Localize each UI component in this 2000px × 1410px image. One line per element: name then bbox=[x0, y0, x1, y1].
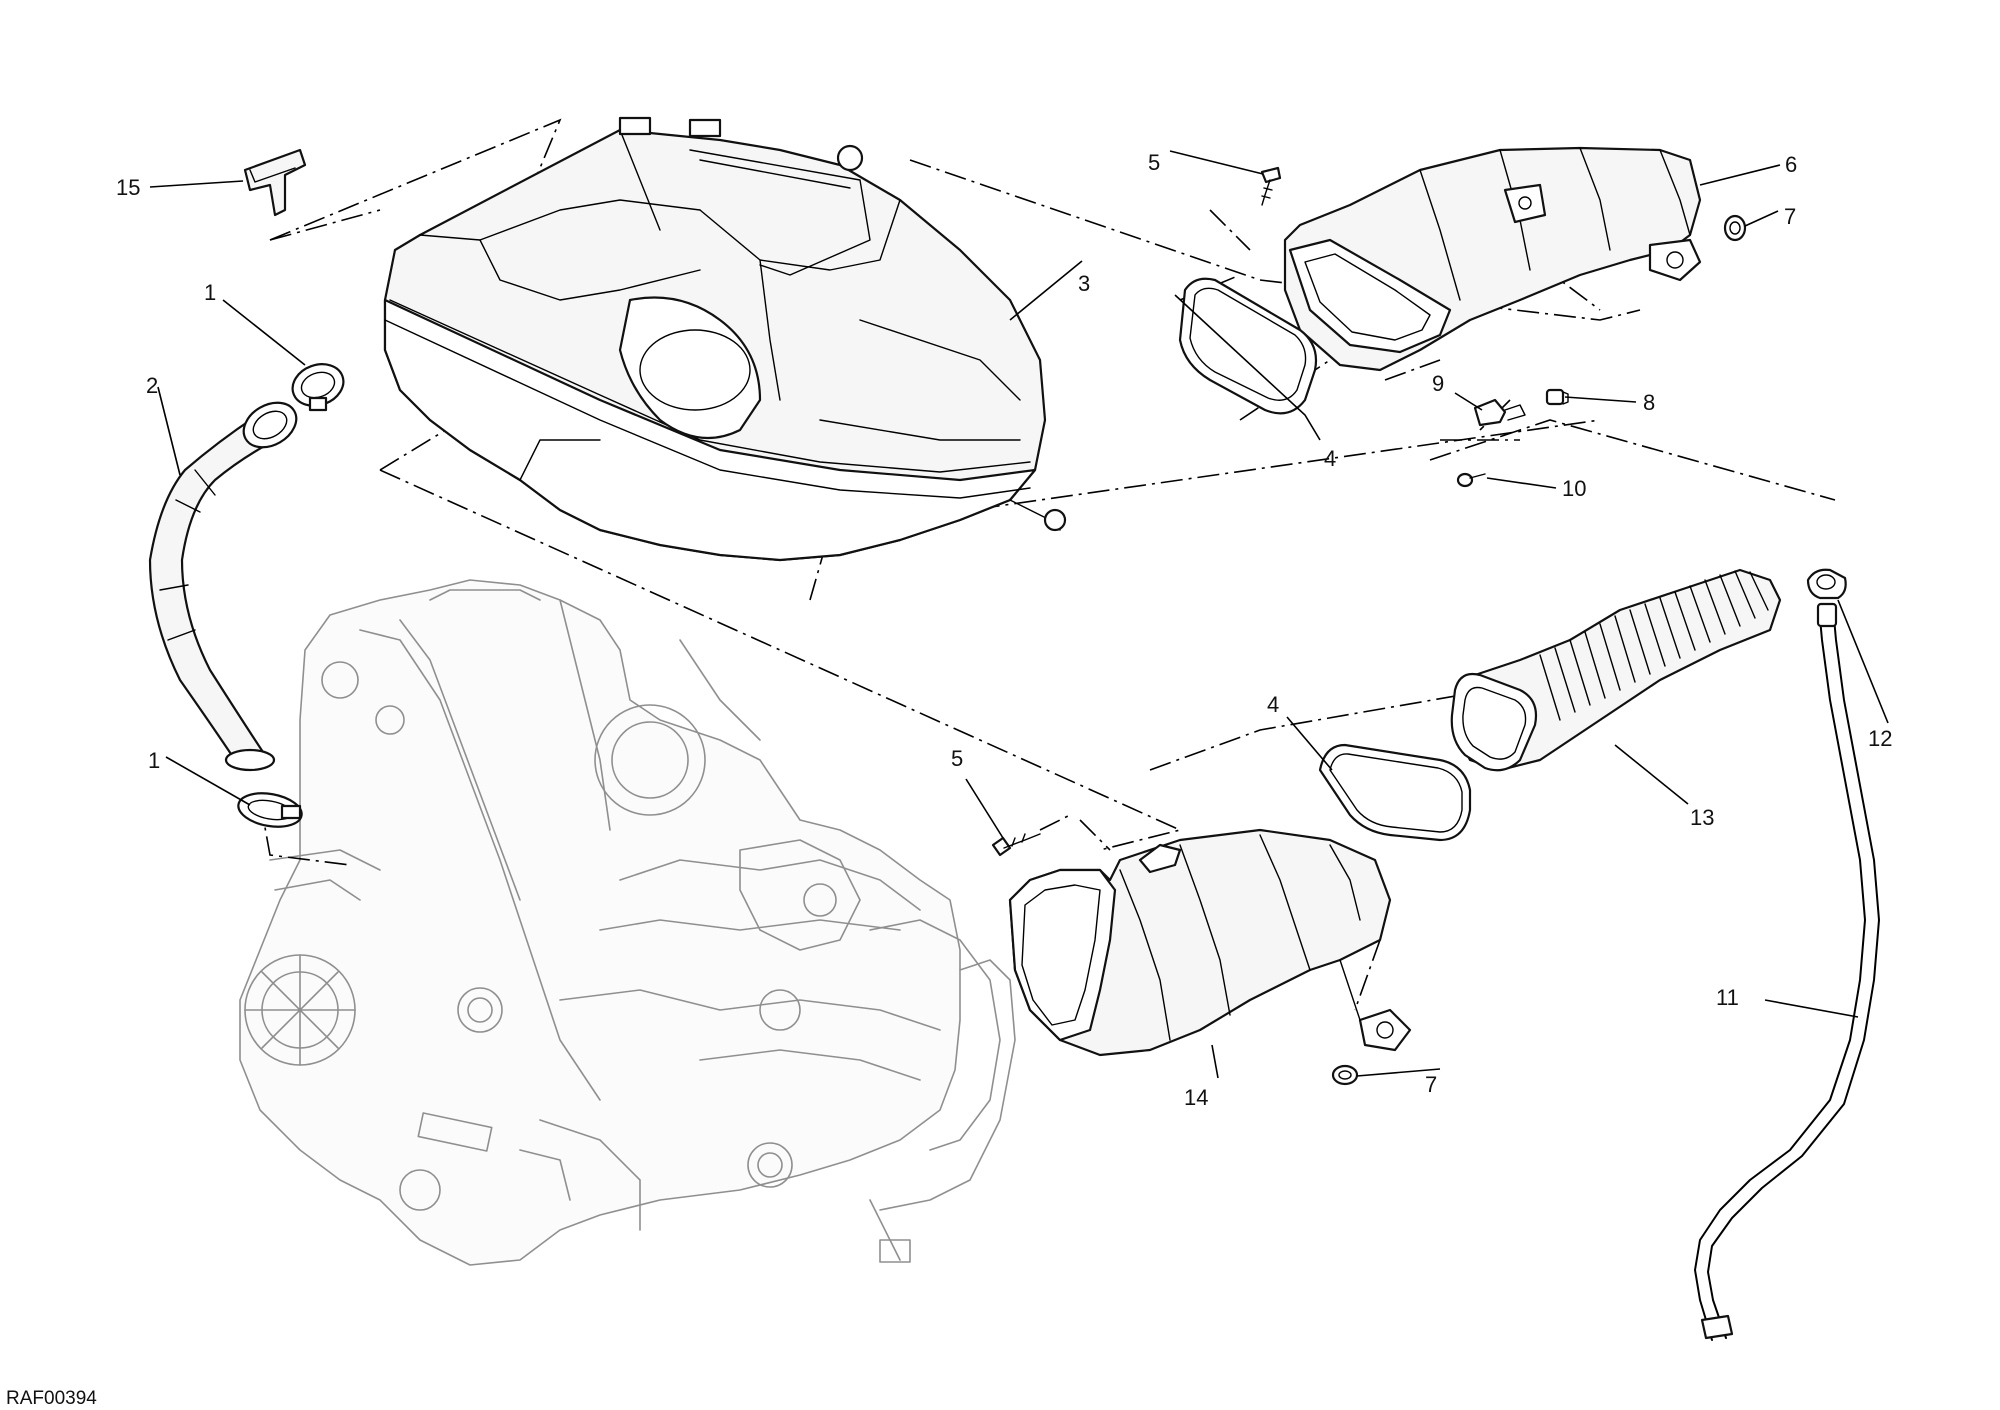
callout-6: 6 bbox=[1785, 152, 1797, 177]
callout-3: 3 bbox=[1078, 271, 1090, 296]
callout-10: 10 bbox=[1562, 476, 1586, 501]
callout-15: 15 bbox=[116, 175, 140, 200]
breather-hose bbox=[148, 401, 298, 772]
screw-lower bbox=[991, 833, 1041, 857]
gasket-upper bbox=[1178, 277, 1318, 415]
callout-1-lower: 1 bbox=[148, 748, 160, 773]
callout-8: 8 bbox=[1643, 390, 1655, 415]
callout-5-lower: 5 bbox=[951, 746, 963, 771]
callout-9: 9 bbox=[1432, 371, 1444, 396]
callout-labels: 15 1 2 3 5 6 7 4 9 8 10 1 4 5 13 12 11 7… bbox=[116, 150, 1892, 1110]
callout-7-upper: 7 bbox=[1784, 204, 1796, 229]
small-screw bbox=[1456, 472, 1486, 488]
engine-outline bbox=[239, 579, 1016, 1266]
callout-11: 11 bbox=[1716, 985, 1739, 1010]
pipe-clip bbox=[1806, 568, 1847, 600]
callout-4-lower: 4 bbox=[1267, 692, 1279, 717]
breather-pipe bbox=[1694, 602, 1880, 1341]
screw-upper bbox=[1260, 166, 1282, 206]
hose-clamp-upper bbox=[291, 363, 345, 412]
airbox bbox=[383, 116, 1067, 562]
leader-lines bbox=[149, 150, 1889, 1079]
air-filter bbox=[1450, 568, 1782, 772]
callout-13: 13 bbox=[1690, 805, 1714, 830]
hose-clamp-lower bbox=[237, 792, 303, 828]
gasket-lower bbox=[1318, 743, 1472, 842]
reference-code: RAF00394 bbox=[6, 1388, 97, 1409]
upper-air-duct bbox=[1283, 146, 1702, 372]
callout-7-lower: 7 bbox=[1425, 1072, 1437, 1097]
callout-12: 12 bbox=[1868, 726, 1892, 751]
callout-2: 2 bbox=[146, 373, 158, 398]
grommet-upper bbox=[1723, 214, 1747, 242]
sensor bbox=[1473, 398, 1526, 427]
callout-4-upper: 4 bbox=[1324, 446, 1336, 471]
callout-5-upper: 5 bbox=[1148, 150, 1160, 175]
callout-1-upper: 1 bbox=[204, 280, 216, 305]
bushing bbox=[1545, 388, 1569, 406]
lower-air-duct bbox=[1008, 828, 1412, 1057]
callout-14: 14 bbox=[1184, 1085, 1208, 1110]
clip-part bbox=[243, 148, 307, 217]
grommet-lower bbox=[1331, 1064, 1359, 1086]
